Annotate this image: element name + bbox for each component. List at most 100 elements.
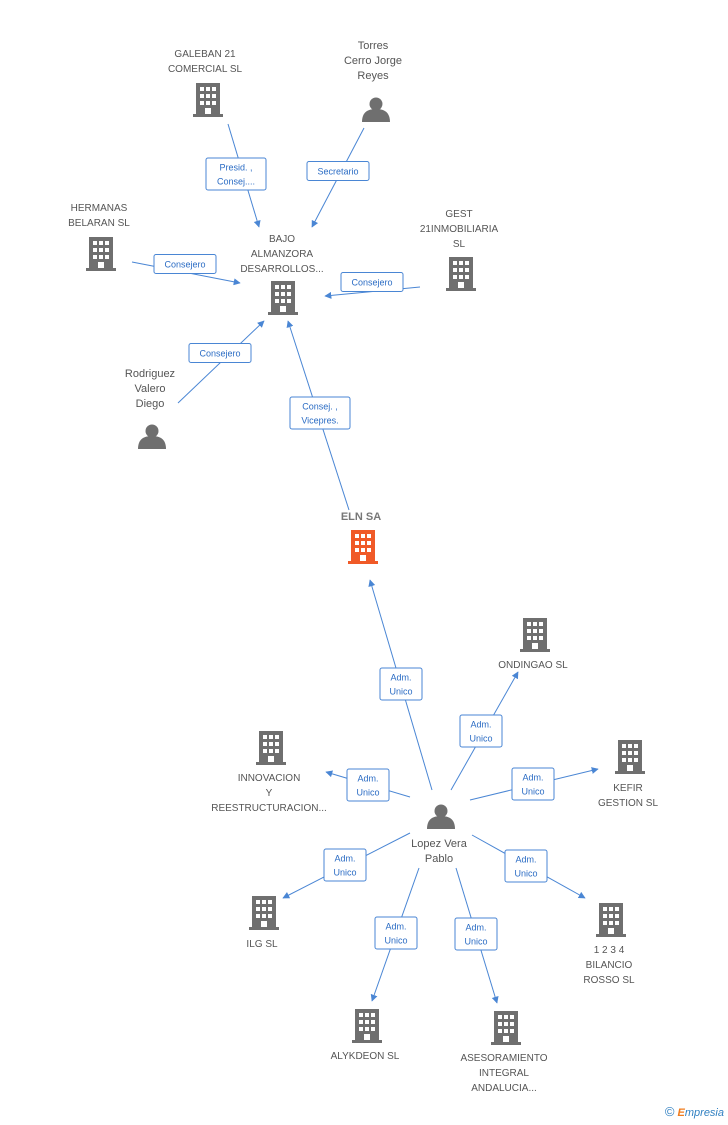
- node-kefir[interactable]: KEFIR GESTION SL: [598, 740, 658, 809]
- node-label: 21INMOBILIARIA: [420, 224, 499, 235]
- node-label: Valero: [135, 383, 166, 395]
- node-label: BELARAN SL: [68, 218, 130, 229]
- edge-label-box[interactable]: [306, 161, 370, 181]
- edge-label-box[interactable]: [289, 396, 351, 430]
- building-icon[interactable]: [193, 83, 223, 117]
- edge-label-box[interactable]: [379, 667, 423, 701]
- building-icon[interactable]: [268, 281, 298, 315]
- copyright-symbol: ©: [664, 1104, 675, 1119]
- edge-label-text: Unico: [469, 734, 492, 744]
- node-eln[interactable]: ELN SA: [341, 511, 381, 564]
- node-ilg[interactable]: ILG SL: [246, 896, 279, 950]
- edge-label-text: Secretario: [317, 167, 358, 177]
- node-label: INTEGRAL: [479, 1068, 529, 1079]
- node-label: HERMANAS: [71, 203, 128, 214]
- node-asesoramiento[interactable]: ASESORAMIENTOINTEGRALANDALUCIA...: [460, 1011, 548, 1094]
- edge-label-text: Unico: [389, 687, 412, 697]
- building-icon[interactable]: [256, 731, 286, 765]
- edge-label-text: Adm.: [470, 720, 491, 730]
- edge-label-box[interactable]: [323, 848, 367, 882]
- edges-layer: Presid. ,Consej....SecretarioConsejeroCo…: [131, 123, 599, 1004]
- node-label: Y: [266, 788, 273, 799]
- node-label: 1 2 3 4: [594, 945, 625, 956]
- node-label: ONDINGAO SL: [498, 660, 568, 671]
- building-icon[interactable]: [249, 896, 279, 930]
- person-icon[interactable]: [138, 424, 166, 450]
- edge-label-text: Adm.: [357, 774, 378, 784]
- edge-eln-to-bajo: Consej. ,Vicepres.: [286, 320, 351, 511]
- edge-lopez-to-ilg: Adm.Unico: [282, 832, 411, 899]
- edge-label-text: Unico: [464, 937, 487, 947]
- node-label: BAJO: [269, 234, 295, 245]
- edge-label-box[interactable]: [374, 916, 418, 950]
- edge-hermanas-to-bajo: Consejero: [131, 254, 241, 286]
- edge-galeban-to-bajo: Presid. , Consej....: [205, 123, 267, 228]
- node-label: Rodriguez: [125, 368, 175, 380]
- node-label: Reyes: [357, 70, 389, 82]
- edge-lopez-to-eln: Adm.Unico: [368, 579, 433, 791]
- node-label: KEFIR: [613, 783, 642, 794]
- node-alykdeon[interactable]: ALYKDEON SL: [331, 1009, 400, 1062]
- edge-lopez-to-innovacion: Adm. Unico: [325, 768, 411, 802]
- building-icon[interactable]: [491, 1011, 521, 1045]
- edge-label-text: Consejero: [351, 278, 392, 288]
- node-innovacion[interactable]: INNOVACIONYREESTRUCTURACION...: [211, 731, 327, 814]
- person-icon[interactable]: [427, 804, 455, 830]
- building-icon[interactable]: [615, 740, 645, 774]
- edge-label-text: Presid. ,: [219, 163, 252, 173]
- edge-label-box[interactable]: [153, 254, 217, 274]
- edge-label-text: Adm.: [522, 773, 543, 783]
- node-label: GEST: [445, 209, 472, 220]
- node-label: ALMANZORA: [251, 249, 314, 260]
- building-icon[interactable]: [596, 903, 626, 937]
- edge-label-text: Adm.: [515, 855, 536, 865]
- node-label: Cerro Jorge: [344, 55, 402, 67]
- edge-label-text: Consejero: [164, 260, 205, 270]
- edge-label-box[interactable]: [504, 849, 548, 883]
- building-icon[interactable]: [348, 530, 378, 564]
- edge-label-text: Consej....: [217, 177, 255, 187]
- edge-label-text: Unico: [384, 936, 407, 946]
- node-hermanas[interactable]: HERMANAS BELARAN SL: [68, 203, 130, 271]
- edge-lopez-to-bilancio: Adm. Unico: [471, 834, 586, 899]
- node-label: Diego: [136, 398, 165, 410]
- node-label: Lopez Vera: [411, 838, 468, 850]
- node-label: Torres: [358, 40, 389, 52]
- building-icon[interactable]: [520, 618, 550, 652]
- node-label: REESTRUCTURACION...: [211, 803, 327, 814]
- edge-label-box[interactable]: [459, 714, 503, 748]
- person-icon[interactable]: [362, 97, 390, 123]
- edge-label-box[interactable]: [205, 157, 267, 191]
- node-label: DESARROLLOS...: [240, 264, 323, 275]
- building-icon[interactable]: [352, 1009, 382, 1043]
- edge-label-box[interactable]: [340, 272, 404, 292]
- edge-label-box[interactable]: [346, 768, 390, 802]
- edge-label-box[interactable]: [511, 767, 555, 801]
- brand-name: mpresia: [684, 1107, 724, 1119]
- edge-label-text: Unico: [514, 869, 537, 879]
- edge-label-box[interactable]: [188, 343, 252, 363]
- node-label: COMERCIAL SL: [168, 64, 243, 75]
- building-icon[interactable]: [446, 257, 476, 291]
- edge-label-text: Adm.: [334, 854, 355, 864]
- node-label: ELN SA: [341, 511, 381, 523]
- edge-label-box[interactable]: [454, 917, 498, 951]
- edge-label-text: Vicepres.: [301, 416, 338, 426]
- edge-gest-to-bajo: Consejero: [324, 272, 421, 299]
- node-ondingao[interactable]: ONDINGAO SL: [498, 618, 568, 671]
- edge-label-text: Unico: [356, 788, 379, 798]
- node-label: GESTION SL: [598, 798, 658, 809]
- node-label: ASESORAMIENTO: [460, 1053, 547, 1064]
- edge-torres-to-bajo: Secretario: [306, 127, 370, 228]
- node-bajo[interactable]: BAJO ALMANZORA DESARROLLOS...: [240, 234, 324, 315]
- edge-lopez-to-alykdeon: Adm.Unico: [370, 867, 420, 1002]
- building-icon[interactable]: [86, 237, 116, 271]
